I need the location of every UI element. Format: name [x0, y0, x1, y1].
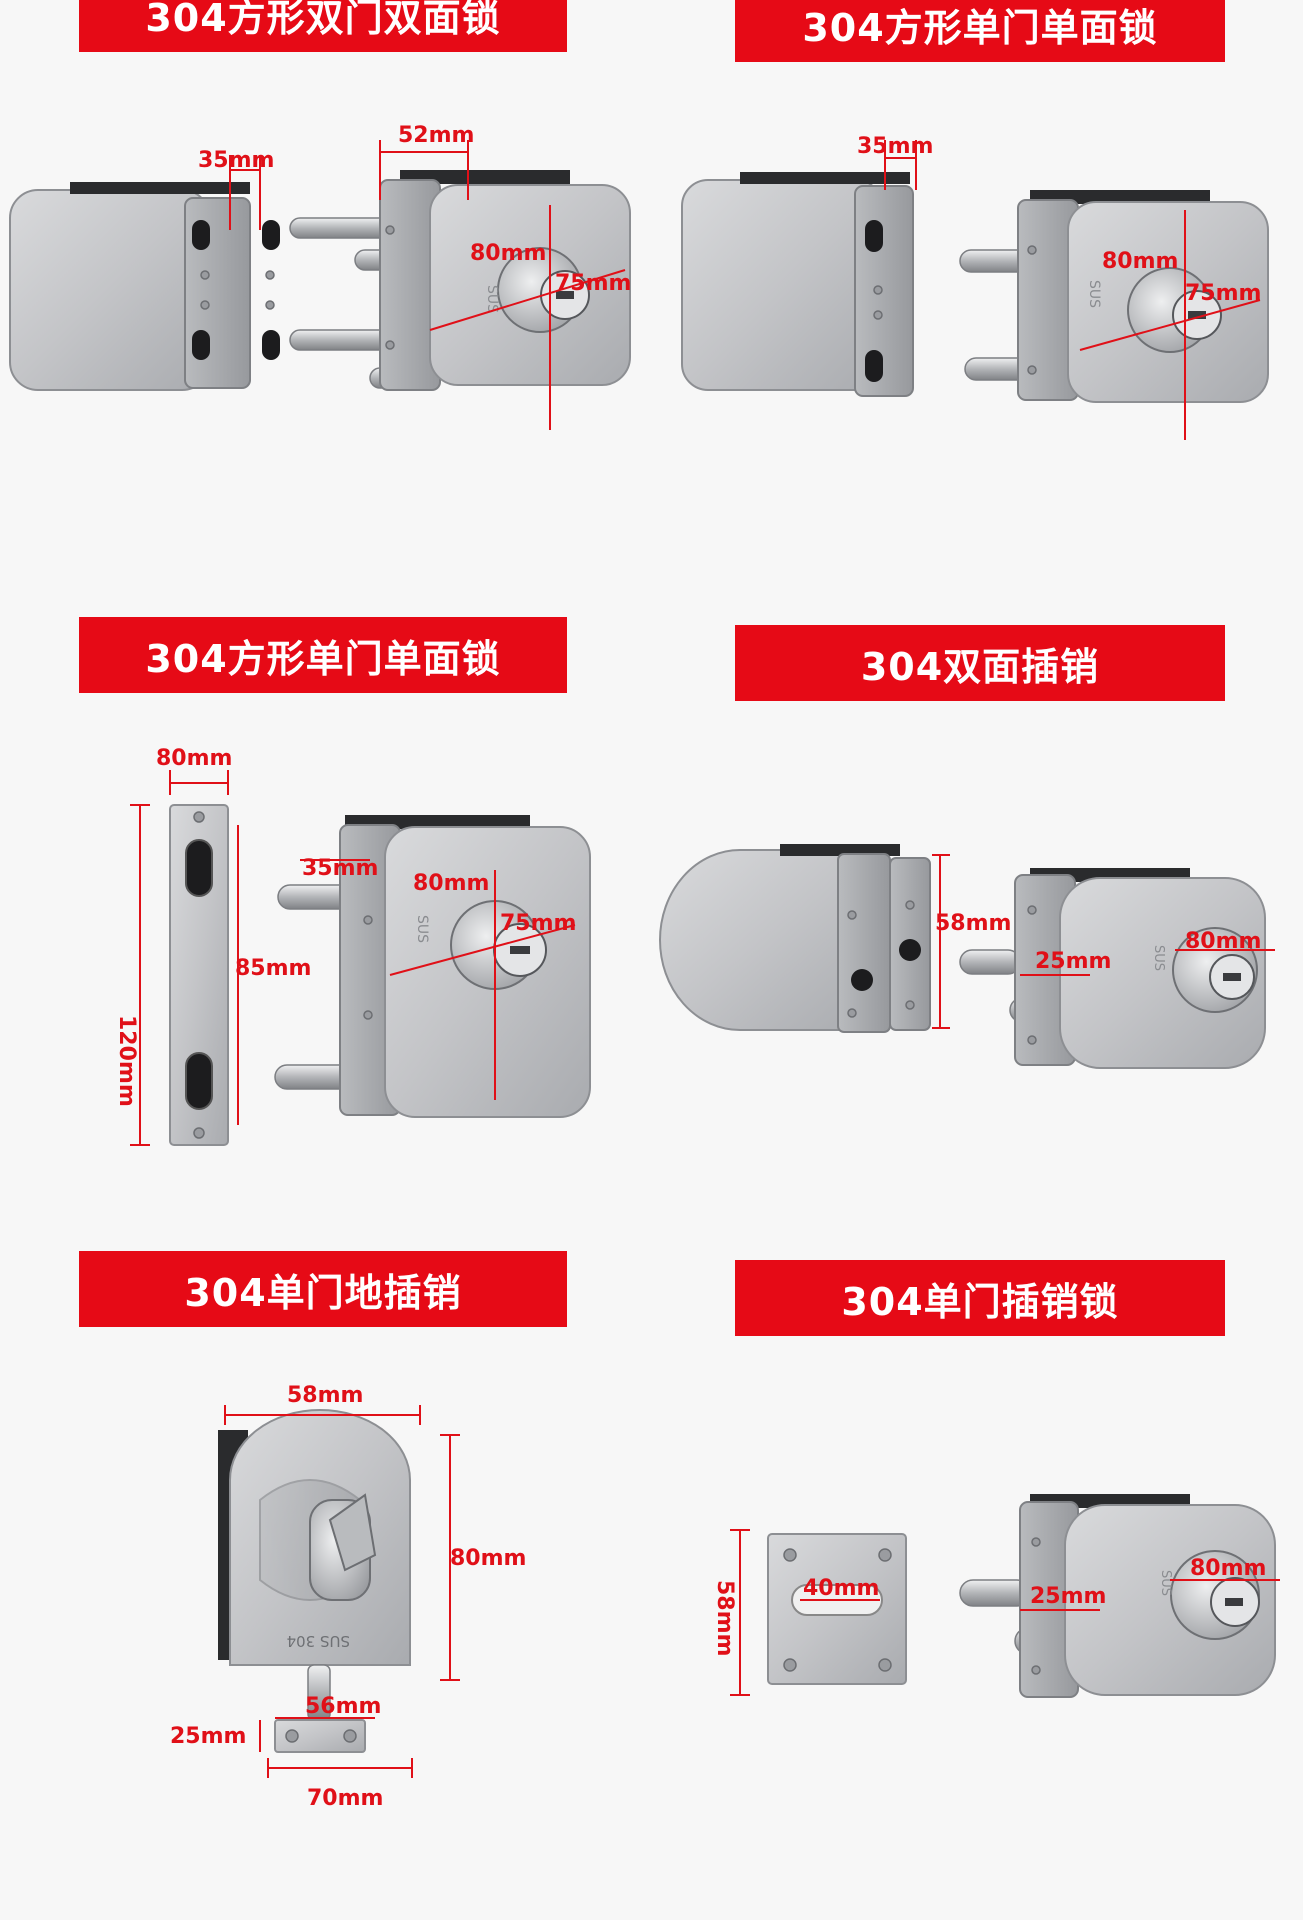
dim-label: 58mm [935, 911, 1011, 936]
dim-label: 52mm [398, 123, 474, 148]
panel-5-product-photo: SUS 304 58mm 80mm 56mm 25mm 70mm [170, 1383, 526, 1811]
panel-1-title: 304方形双门双面锁 [79, 0, 567, 52]
dim-label: 35mm [302, 856, 378, 881]
panel-4-product-photo: 58mm SUS 25mm 80mm [659, 844, 1275, 1069]
panel-3-title: 304方形单门单面锁 [79, 617, 567, 693]
latch-receiver [659, 844, 931, 1033]
dim-label: 80mm [156, 746, 232, 771]
dim-label: 80mm [1190, 1556, 1266, 1581]
dim-label: 35mm [857, 134, 933, 159]
sus-engraving: SUS [1151, 945, 1166, 971]
panel-2-title: 304方形单门单面锁 [735, 0, 1225, 62]
dim-label: 75mm [1185, 281, 1261, 306]
dim-label: 25mm [170, 1724, 246, 1749]
sus-engraving: SUS [484, 285, 500, 313]
dim-label: 40mm [803, 1576, 879, 1601]
floor-plate [274, 1719, 366, 1753]
dim-label: 58mm [712, 1580, 737, 1656]
dim-label: 58mm [287, 1383, 363, 1408]
dim-label: 25mm [1035, 949, 1111, 974]
panel-2-product-photo: SUS 35mm 80mm 75mm [681, 134, 1269, 440]
panel-6-title: 304单门插销锁 [735, 1260, 1225, 1336]
dim-label: 120mm [114, 1015, 139, 1107]
latch-lock: SUS [959, 868, 1266, 1069]
dim-label: 56mm [305, 1694, 381, 1719]
sus-engraving: SUS [1086, 280, 1102, 308]
dim-label: 80mm [413, 871, 489, 896]
panel-3-product-photo: 80mm 120mm 85mm SUS 35mm 80mm 75mm [114, 746, 591, 1146]
dim-label: 80mm [470, 241, 546, 266]
panel-5-title: 304单门地插销 [79, 1251, 567, 1327]
strike-plate-square [767, 1533, 907, 1685]
dim-label: 80mm [1185, 929, 1261, 954]
strike-block [681, 172, 914, 397]
panel-6-product-photo: 58mm 40mm SUS 25mm 80mm [712, 1494, 1280, 1698]
panel-1-product-photo: SUS 35mm 52mm 80mm 75mm [9, 123, 631, 430]
lock-body-right: SUS [379, 170, 631, 391]
dim-label: 80mm [1102, 249, 1178, 274]
dim-label: 25mm [1030, 1584, 1106, 1609]
dim-label: 75mm [500, 911, 576, 936]
dim-label: 75mm [555, 271, 631, 296]
sus304-engraving: SUS 304 [287, 1632, 350, 1650]
dim-label: 85mm [235, 956, 311, 981]
lock-body-left [9, 182, 280, 391]
sus-engraving: SUS [414, 915, 430, 943]
floor-latch-body: SUS 304 [218, 1409, 411, 1721]
dim-label: 70mm [307, 1786, 383, 1811]
dim-label: 35mm [198, 148, 274, 173]
strike-plate [169, 804, 229, 1146]
latch-lock: SUS [959, 1494, 1276, 1698]
dim-label: 80mm [450, 1546, 526, 1571]
sus-engraving: SUS [1158, 1570, 1173, 1596]
panel-4-title: 304双面插销 [735, 625, 1225, 701]
